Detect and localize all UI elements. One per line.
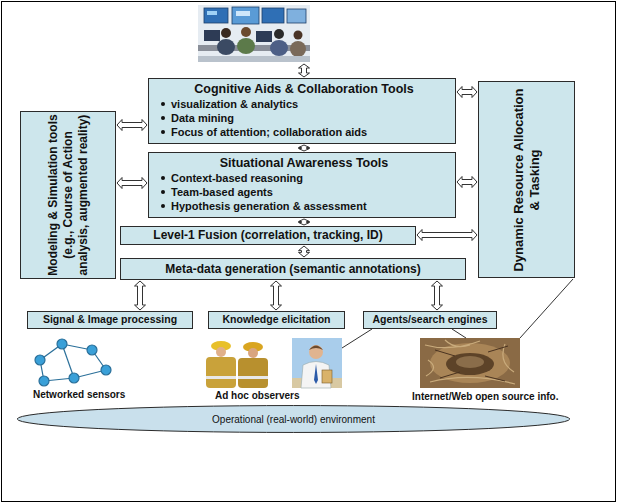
source-box: Signal & Image processing	[27, 311, 193, 329]
bullet-text: Context-based reasoning	[171, 171, 303, 185]
double-arrow	[457, 87, 477, 98]
side-panel: Dynamic Resource Allocation & Tasking	[478, 81, 575, 278]
bullet-dot	[161, 190, 165, 194]
box-text: Signal & Image processing	[43, 313, 177, 327]
box-text: Agents/search engines	[373, 313, 488, 327]
bullet-text: Data mining	[171, 111, 234, 125]
operators-picture	[198, 5, 310, 62]
bullet-item: Context-based reasoning	[161, 171, 447, 185]
sensor-network-icon	[35, 339, 111, 386]
bullet-dot	[161, 130, 165, 134]
box-title: Cognitive Aids & Collaboration Tools	[161, 82, 447, 97]
bullet-dot	[161, 102, 165, 106]
rotated-text: Modeling & Simulation tools(e.g., Course…	[46, 114, 91, 276]
bullet-item: Hypothesis generation & assessment	[161, 199, 447, 213]
firefighters-picture	[206, 341, 268, 388]
process-box: Meta-data generation (semantic annotatio…	[120, 258, 466, 280]
bullet-dot	[161, 176, 165, 180]
box-text: Knowledge elicitation	[223, 313, 331, 327]
double-arrow	[417, 230, 477, 241]
bullet-item: visualization & analytics	[161, 97, 447, 111]
double-arrow	[299, 145, 310, 151]
bullet-item: Data mining	[161, 111, 447, 125]
double-arrow	[117, 120, 147, 131]
box-text: Level-1 Fusion (correlation, tracking, I…	[153, 228, 382, 243]
bullet-dot	[161, 204, 165, 208]
bullet-text: Focus of attention; collaboration aids	[171, 125, 367, 139]
double-arrow	[135, 281, 146, 310]
observer-picture	[292, 338, 342, 388]
double-arrow	[299, 64, 310, 77]
bullet-text: Team-based agents	[171, 185, 273, 199]
picture-label: Internet/Web open source info.	[412, 391, 559, 403]
double-arrow	[299, 219, 310, 225]
panel-text: (e.g., Course of Action analysis, augmen…	[61, 114, 91, 276]
bullet-item: Focus of attention; collaboration aids	[161, 125, 447, 139]
source-box: Agents/search engines	[363, 311, 497, 329]
leader-line	[342, 279, 573, 348]
environment-ellipse: Operational (real-world) environment	[15, 405, 572, 433]
bullet-text: visualization & analytics	[171, 97, 298, 111]
double-arrow	[457, 177, 477, 188]
double-arrow	[299, 246, 310, 257]
double-arrow	[432, 281, 443, 310]
internet-picture	[420, 338, 520, 388]
picture-label: Networked sensors	[33, 389, 125, 401]
tool-box: Cognitive Aids & Collaboration Toolsvisu…	[148, 78, 456, 144]
bullet-item: Team-based agents	[161, 185, 447, 199]
panel-text: Modeling & Simulation tools	[46, 114, 61, 276]
picture-label: Ad hoc observers	[215, 390, 299, 402]
process-box: Level-1 Fusion (correlation, tracking, I…	[120, 226, 416, 245]
panel-text: Dynamic Resource Allocation & Tasking	[511, 84, 543, 275]
double-arrow	[271, 281, 282, 310]
double-arrow	[117, 178, 147, 189]
bullet-dot	[161, 116, 165, 120]
box-title: Situational Awareness Tools	[161, 156, 447, 171]
rotated-text: Dynamic Resource Allocation & Tasking	[511, 84, 543, 275]
tool-box: Situational Awareness ToolsContext-based…	[148, 152, 456, 218]
box-text: Meta-data generation (semantic annotatio…	[165, 262, 420, 277]
source-box: Knowledge elicitation	[208, 311, 345, 329]
environment-text: Operational (real-world) environment	[212, 413, 375, 426]
bullet-text: Hypothesis generation & assessment	[171, 199, 367, 213]
side-panel: Modeling & Simulation tools(e.g., Course…	[20, 111, 116, 279]
